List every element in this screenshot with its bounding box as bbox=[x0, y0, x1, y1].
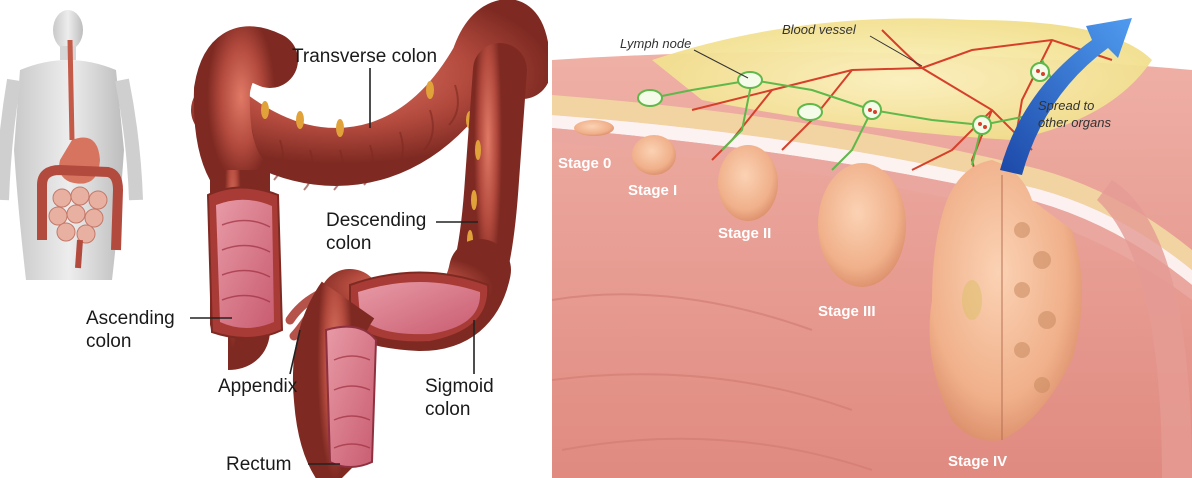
cancer-stages-diagram: Lymph node Blood vessel Spread to other … bbox=[552, 0, 1192, 478]
label-lymph-node: Lymph node bbox=[620, 36, 691, 51]
label-rectum: Rectum bbox=[226, 454, 291, 475]
torso-inset bbox=[2, 10, 136, 280]
rectum bbox=[325, 300, 376, 470]
label-descending-colon-line2: colon bbox=[326, 233, 371, 254]
label-sigmoid-colon-line1: Sigmoid bbox=[425, 376, 494, 397]
label-transverse-colon: Transverse colon bbox=[292, 46, 437, 67]
label-ascending-colon-line1: Ascending bbox=[86, 308, 175, 329]
lymph-node-6 bbox=[1031, 63, 1049, 81]
colon-anatomy-svg: Transverse colon Descending colon Ascend… bbox=[0, 0, 548, 478]
label-descending-colon-line1: Descending bbox=[326, 210, 426, 231]
label-spread-line2: other organs bbox=[1038, 115, 1111, 130]
tumor-stage-3 bbox=[818, 163, 906, 287]
lymph-node-3 bbox=[798, 104, 822, 120]
label-spread-line1: Spread to bbox=[1038, 98, 1094, 113]
label-stage-0: Stage 0 bbox=[558, 155, 611, 172]
lymph-node-5 bbox=[973, 116, 991, 134]
label-stage-3: Stage III bbox=[818, 303, 876, 320]
tumor-stage-0 bbox=[574, 120, 614, 136]
label-stage-2: Stage II bbox=[718, 225, 771, 242]
label-appendix: Appendix bbox=[218, 376, 298, 397]
label-sigmoid-colon-line2: colon bbox=[425, 399, 470, 420]
cancer-stages-svg: Lymph node Blood vessel Spread to other … bbox=[552, 0, 1192, 478]
tumor-stage-1 bbox=[632, 135, 676, 175]
label-blood-vessel: Blood vessel bbox=[782, 22, 857, 37]
label-stage-1: Stage I bbox=[628, 182, 677, 199]
colon-anatomy-diagram: Transverse colon Descending colon Ascend… bbox=[0, 0, 548, 478]
label-ascending-colon-line2: colon bbox=[86, 331, 131, 352]
tumor-stage-2 bbox=[718, 145, 778, 221]
lymph-node-1 bbox=[638, 90, 662, 106]
ascending-colon bbox=[208, 170, 282, 340]
label-stage-4: Stage IV bbox=[948, 453, 1007, 470]
sigmoid-colon bbox=[350, 270, 488, 342]
